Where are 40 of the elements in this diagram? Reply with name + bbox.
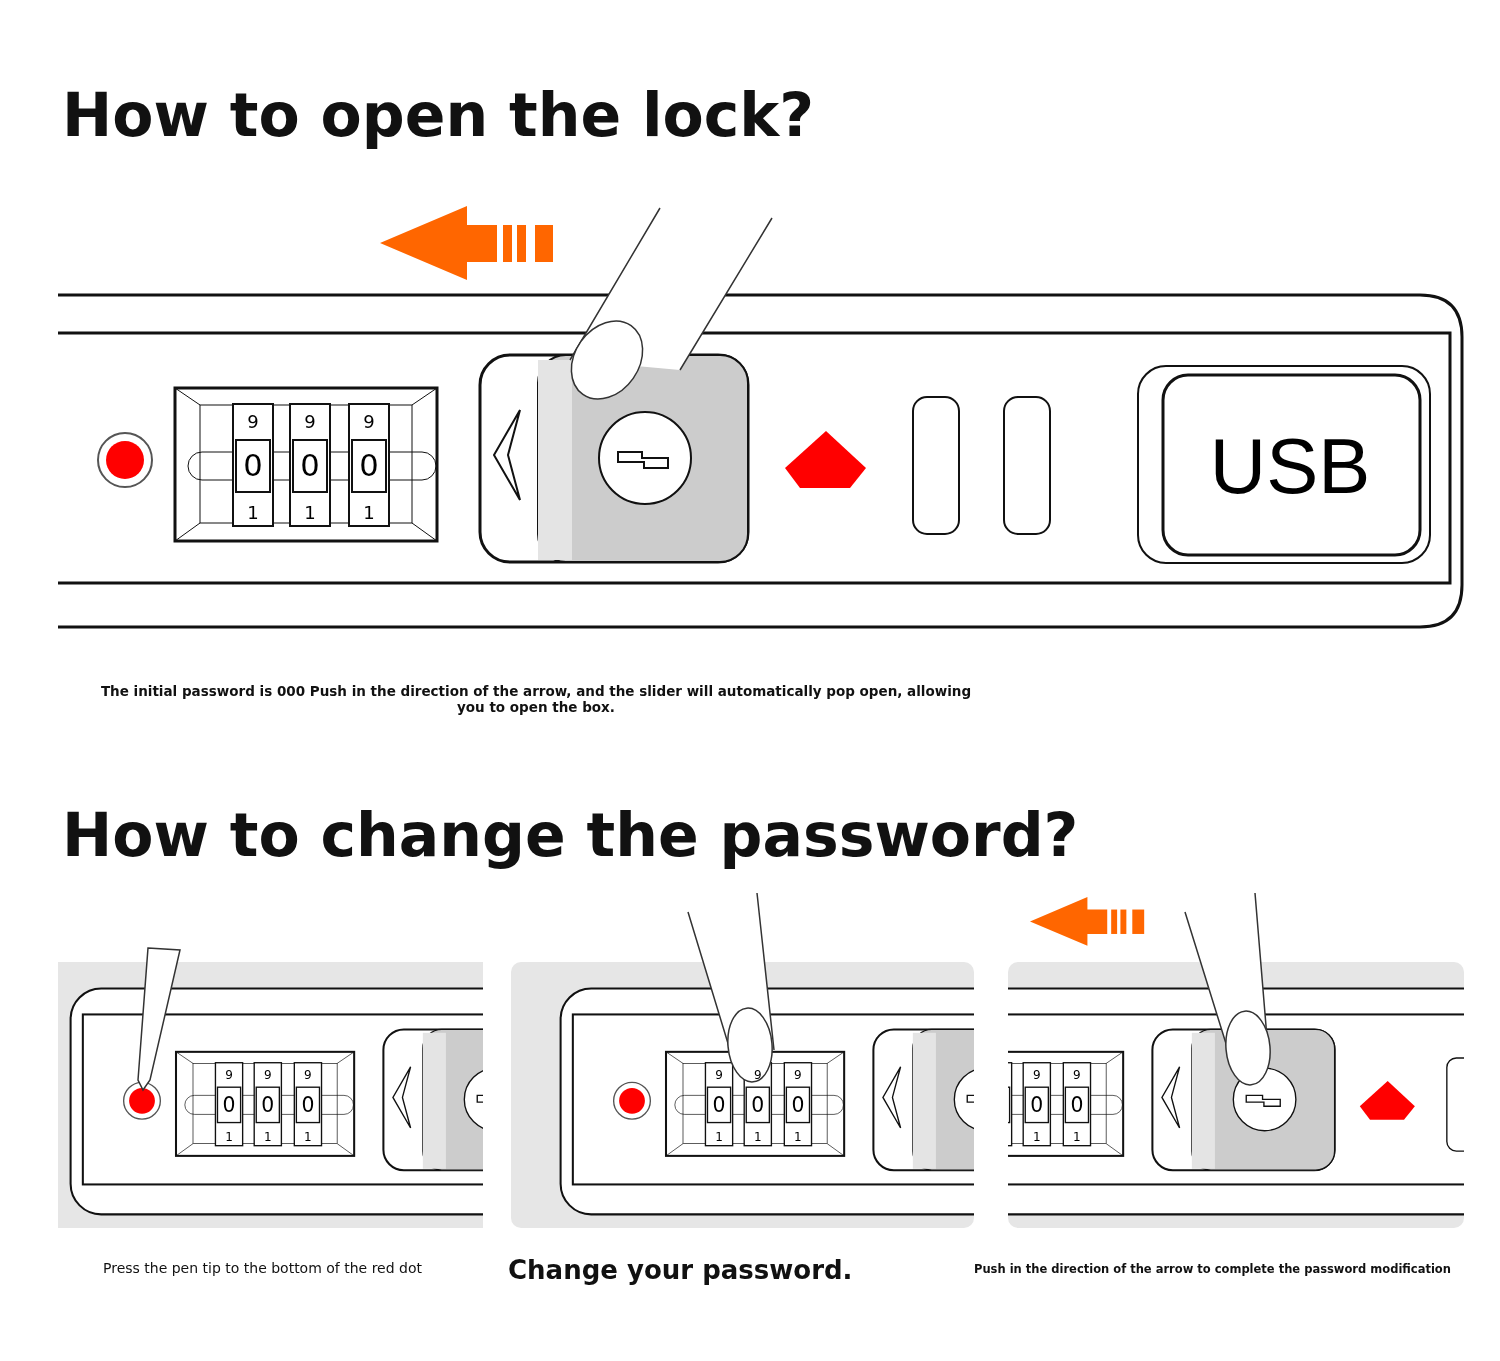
dial-digit: 0	[300, 450, 320, 482]
dial-digit: 9	[715, 1068, 723, 1081]
dial-digit: 1	[363, 504, 375, 522]
dial-digit: 9	[1033, 1068, 1041, 1081]
dial-digit: 0	[712, 1094, 726, 1116]
caption: Press the pen tip to the bottom of the red dot	[103, 1260, 422, 1276]
usb-label: USB	[1209, 427, 1371, 505]
dial-digit: 9	[754, 1068, 762, 1081]
dial-digit: 0	[222, 1094, 236, 1116]
dial-digit: 1	[794, 1130, 802, 1143]
dial-digit: 0	[751, 1094, 765, 1116]
dial-digit: 9	[794, 1068, 802, 1081]
dial-digit: 0	[1070, 1094, 1084, 1116]
dial-digit: 9	[363, 413, 375, 431]
dial-digit: 1	[754, 1130, 762, 1143]
dial-digit: 1	[264, 1130, 272, 1143]
dial-digit: 0	[1030, 1094, 1044, 1116]
dial-digit: 9	[225, 1068, 233, 1081]
dial-digit: 1	[1073, 1130, 1081, 1143]
dial-digit: 1	[247, 504, 259, 522]
heading: How to open the lock?	[62, 80, 815, 150]
caption: Change your password.	[508, 1255, 853, 1285]
dial-digit: 9	[304, 1068, 312, 1081]
dial-digit: 1	[225, 1130, 233, 1143]
dial-digit: 0	[301, 1094, 315, 1116]
caption: Push in the direction of the arrow to complete the password modification	[974, 1262, 1451, 1276]
dial-digit: 9	[264, 1068, 272, 1081]
dial-digit: 0	[359, 450, 379, 482]
caption: The initial password is 000 Push in the direction of the arrow, and the slider will automatically pop open, allowing you to open the box.	[99, 683, 973, 715]
dial-digit: 1	[1033, 1130, 1041, 1143]
dial-digit: 1	[304, 504, 316, 522]
heading: How to change the password?	[62, 800, 1079, 870]
dial-digit: 9	[1073, 1068, 1081, 1081]
dial-digit: 9	[304, 413, 316, 431]
dial-digit: 9	[247, 413, 259, 431]
dial-digit: 1	[304, 1130, 312, 1143]
dial-digit: 1	[715, 1130, 723, 1143]
dial-digit: 0	[243, 450, 263, 482]
dial-digit: 0	[791, 1094, 805, 1116]
dial-digit: 0	[261, 1094, 275, 1116]
